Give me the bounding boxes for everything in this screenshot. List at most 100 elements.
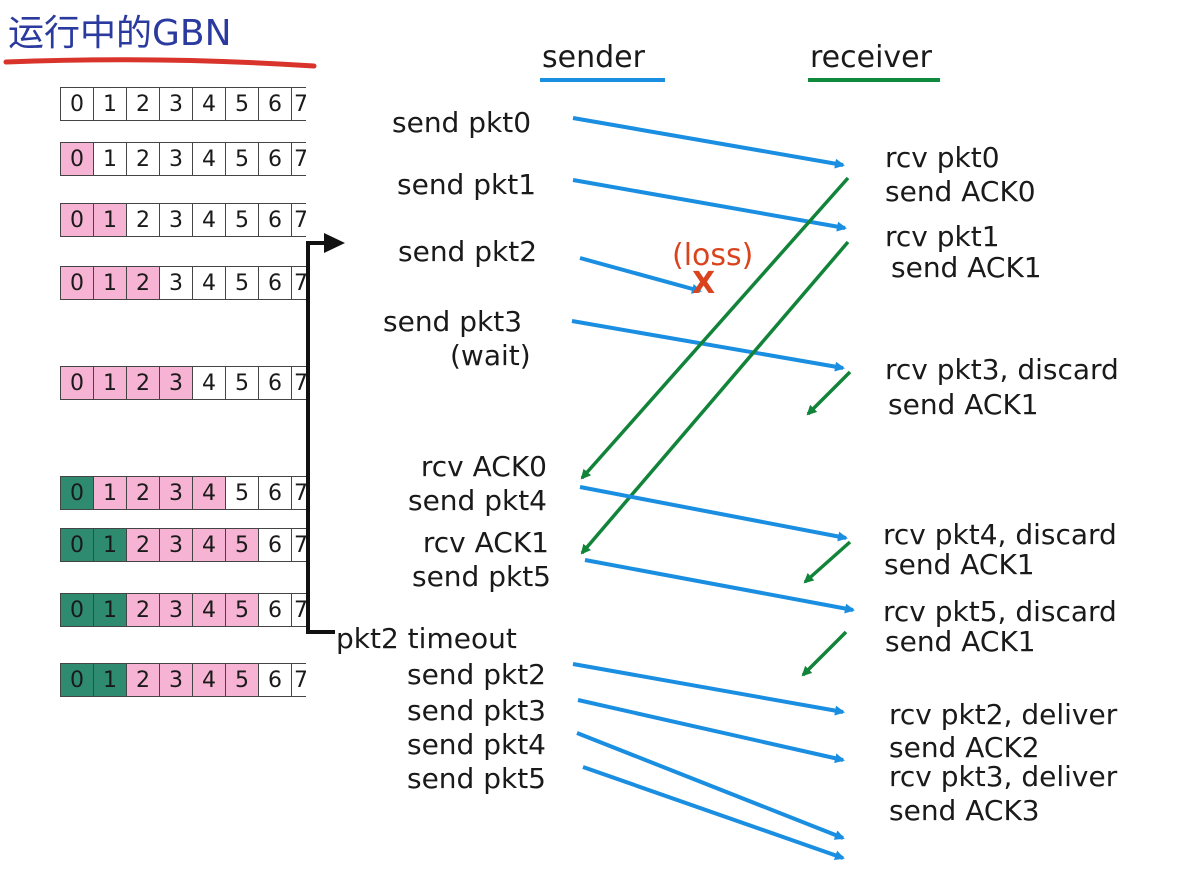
window-row: 01234567 <box>60 593 306 627</box>
seq-cell: 2 <box>126 366 159 400</box>
data-arrow-pkt5 <box>584 558 855 614</box>
seq-cell: 7 <box>291 266 306 300</box>
seq-cell: 5 <box>225 593 258 627</box>
seq-cell: 6 <box>258 203 291 237</box>
ack-arrow-ack1 <box>801 630 848 677</box>
seq-cell: 0 <box>60 366 93 400</box>
data-arrow-pkt5 <box>582 765 845 861</box>
seq-cell: 2 <box>126 663 159 697</box>
timer-start-arrowhead <box>324 233 345 253</box>
seq-cell: 6 <box>258 366 291 400</box>
receiver-event: send ACK3 <box>889 794 1040 827</box>
seq-cell: 7 <box>291 142 306 176</box>
receiver-event: send ACK1 <box>888 388 1039 421</box>
seq-cell: 6 <box>258 663 291 697</box>
window-row: 01234567 <box>60 87 306 121</box>
seq-cell: 5 <box>225 142 258 176</box>
seq-cell: 1 <box>93 87 126 121</box>
sender-event: send pkt5 <box>411 560 551 593</box>
data-arrow-pkt1 <box>572 178 847 232</box>
seq-cell: 1 <box>93 528 126 562</box>
seq-cell: 4 <box>192 528 225 562</box>
slide-title: 运行中的GBN <box>8 13 232 54</box>
sender-event: send pkt0 <box>392 106 532 139</box>
seq-cell: 6 <box>258 593 291 627</box>
seq-cell: 5 <box>225 663 258 697</box>
seq-cell: 4 <box>192 142 225 176</box>
data-arrow-pkt4 <box>576 731 845 840</box>
ack-arrow-ack1 <box>806 370 852 416</box>
seq-cell: 6 <box>258 476 291 510</box>
seq-cell: 7 <box>291 366 306 400</box>
sender-event: send pkt2 <box>398 235 538 268</box>
sender-event: send pkt2 <box>406 658 546 691</box>
seq-cell: 0 <box>60 203 93 237</box>
sender-event: send pkt4 <box>406 728 546 761</box>
seq-cell: 6 <box>258 87 291 121</box>
seq-cell: 7 <box>291 203 306 237</box>
receiver-event: rcv pkt2, deliver <box>889 698 1118 731</box>
seq-cell: 4 <box>192 476 225 510</box>
receiver-event: send ACK1 <box>891 251 1042 284</box>
receiver-event: rcv pkt3, deliver <box>889 760 1118 793</box>
ack-arrow-ack1 <box>803 540 852 584</box>
seq-cell: 1 <box>93 366 126 400</box>
seq-cell: 2 <box>126 593 159 627</box>
seq-cell: 5 <box>225 366 258 400</box>
window-row: 01234567 <box>60 266 306 300</box>
receiver-event: send ACK1 <box>885 625 1036 658</box>
ack-arrow-ack1 <box>580 240 850 555</box>
ack-arrow-ack0 <box>580 176 850 480</box>
sender-event: (wait) <box>450 339 531 372</box>
sender-event: rcv ACK0 <box>420 450 547 483</box>
seq-cell: 6 <box>258 528 291 562</box>
seq-cell: 3 <box>159 87 192 121</box>
sender-event: send pkt4 <box>407 484 547 517</box>
seq-cell: 0 <box>60 476 93 510</box>
seq-cell: 6 <box>258 266 291 300</box>
loss-x-icon: X <box>692 266 716 301</box>
receiver-event: send ACK0 <box>885 175 1036 208</box>
receiver-header: receiver <box>810 40 932 75</box>
seq-cell: 3 <box>159 663 192 697</box>
sender-event: send pkt3 <box>406 694 546 727</box>
timer-bracket <box>306 241 335 634</box>
data-arrow-pkt2 <box>572 662 845 716</box>
seq-cell: 5 <box>225 87 258 121</box>
data-arrow-pkt4 <box>579 485 848 542</box>
seq-cell: 7 <box>291 663 306 697</box>
data-arrow-pkt3 <box>571 319 845 372</box>
seq-cell: 3 <box>159 203 192 237</box>
seq-cell: 7 <box>291 476 306 510</box>
receiver-event: send ACK1 <box>884 548 1035 581</box>
seq-cell: 0 <box>60 528 93 562</box>
seq-cell: 5 <box>225 528 258 562</box>
loss-label: (loss) <box>672 238 754 273</box>
seq-cell: 0 <box>60 593 93 627</box>
seq-cell: 6 <box>258 142 291 176</box>
seq-cell: 2 <box>126 87 159 121</box>
seq-cell: 1 <box>93 593 126 627</box>
seq-cell: 2 <box>126 203 159 237</box>
window-row: 01234567 <box>60 366 306 400</box>
receiver-event: rcv pkt3, discard <box>885 353 1119 386</box>
seq-cell: 3 <box>159 266 192 300</box>
seq-cell: 5 <box>225 476 258 510</box>
receiver-event: rcv pkt4, discard <box>883 518 1117 551</box>
seq-cell: 4 <box>192 663 225 697</box>
seq-cell: 1 <box>93 142 126 176</box>
seq-cell: 0 <box>60 87 93 121</box>
sender-event: send pkt1 <box>397 168 537 201</box>
window-row: 01234567 <box>60 663 306 697</box>
seq-cell: 7 <box>291 528 306 562</box>
window-row: 01234567 <box>60 142 306 176</box>
seq-cell: 0 <box>60 142 93 176</box>
receiver-event: rcv pkt1 <box>885 220 1000 253</box>
seq-cell: 2 <box>126 142 159 176</box>
seq-cell: 3 <box>159 366 192 400</box>
seq-cell: 1 <box>93 663 126 697</box>
seq-cell: 2 <box>126 528 159 562</box>
sender-event: send pkt3 <box>383 305 523 338</box>
window-row: 01234567 <box>60 476 306 510</box>
seq-cell: 3 <box>159 476 192 510</box>
